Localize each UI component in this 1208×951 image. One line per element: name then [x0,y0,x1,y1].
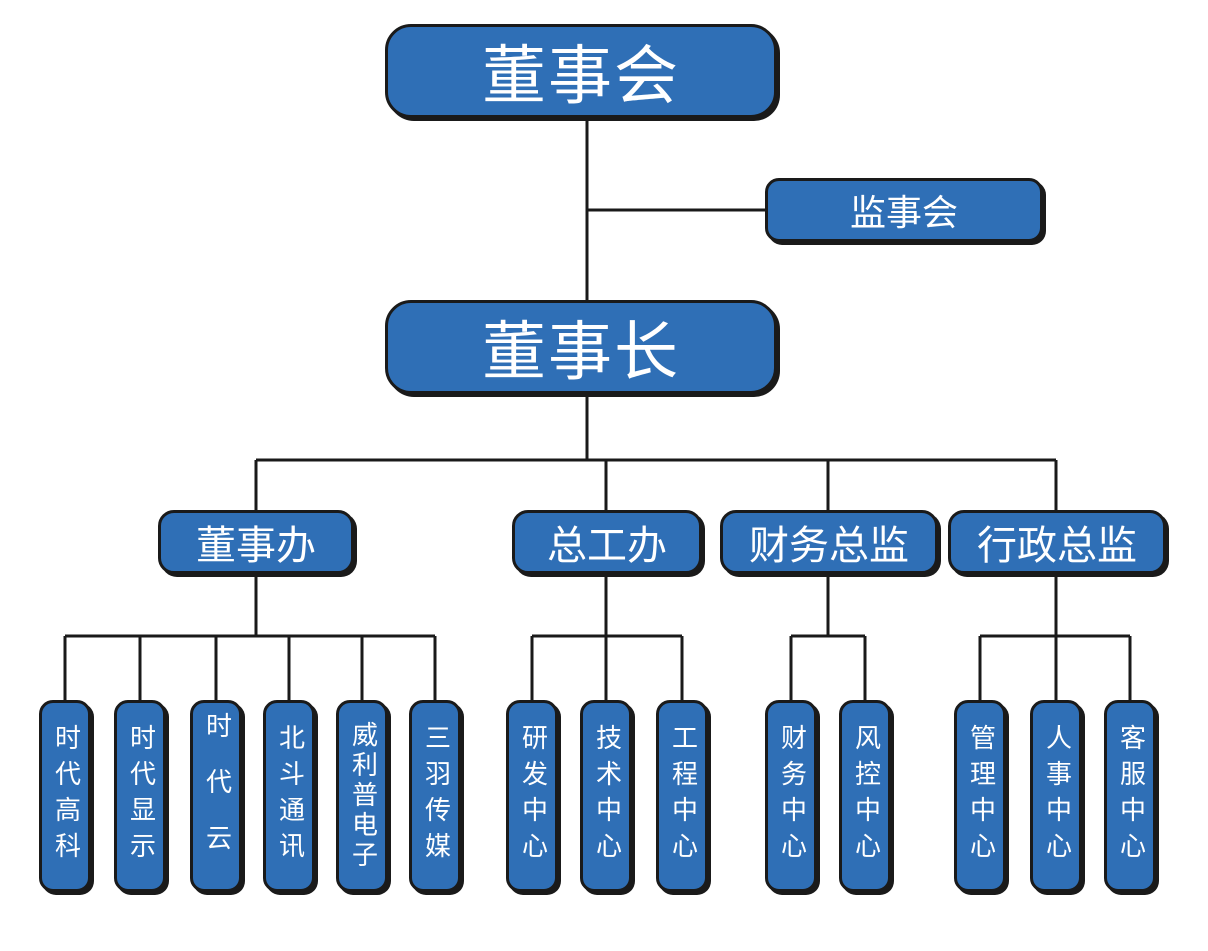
division-box-4: 行政总监 [948,510,1166,574]
unit-box: 三羽传媒 [409,700,461,892]
board-label: 董事会 [482,40,680,114]
unit-label: 人事中心 [1041,724,1072,868]
unit-box: 人事中心 [1030,700,1082,892]
unit-label: 时代云 [201,712,232,880]
chairman-label: 董事长 [482,316,680,390]
division-box-3: 财务总监 [720,510,938,574]
division-label: 总工办 [547,523,667,569]
unit-label: 工程中心 [667,724,698,868]
unit-label: 研发中心 [517,724,548,868]
connector-div-4 [978,574,1132,700]
unit-box: 客服中心 [1104,700,1156,892]
unit-box: 时代高科 [39,700,91,892]
supervisory-board-label: 监事会 [849,193,958,234]
connector-div-2 [530,574,684,700]
connector-chairman-bus [254,393,1058,510]
unit-box: 研发中心 [506,700,558,892]
unit-box: 时代云 [190,700,242,892]
unit-box: 风控中心 [839,700,891,892]
unit-label: 时代显示 [125,724,156,868]
chairman-box: 董事长 [385,300,777,394]
unit-box: 工程中心 [656,700,708,892]
unit-label: 管理中心 [965,724,996,868]
division-label: 行政总监 [977,523,1137,569]
division-box-1: 董事办 [158,510,354,574]
unit-label: 风控中心 [850,724,881,868]
unit-label: 三羽传媒 [420,724,451,868]
division-label: 财务总监 [749,523,909,569]
unit-label: 北斗通讯 [274,724,305,868]
unit-box: 北斗通讯 [263,700,315,892]
connector-div-3 [789,574,867,700]
unit-box: 管理中心 [954,700,1006,892]
division-label: 董事办 [196,523,316,569]
division-box-2: 总工办 [512,510,702,574]
unit-label: 客服中心 [1115,724,1146,868]
connector-div-1 [63,574,437,700]
unit-box: 财务中心 [765,700,817,892]
unit-label: 技术中心 [591,724,622,868]
unit-label: 财务中心 [776,724,807,868]
supervisory-board-box: 监事会 [765,178,1043,242]
unit-label: 威利普电子 [347,721,378,871]
unit-box: 时代显示 [114,700,166,892]
unit-box: 威利普电子 [336,700,388,892]
unit-box: 技术中心 [580,700,632,892]
board-box: 董事会 [385,24,777,118]
unit-label: 时代高科 [50,724,81,868]
